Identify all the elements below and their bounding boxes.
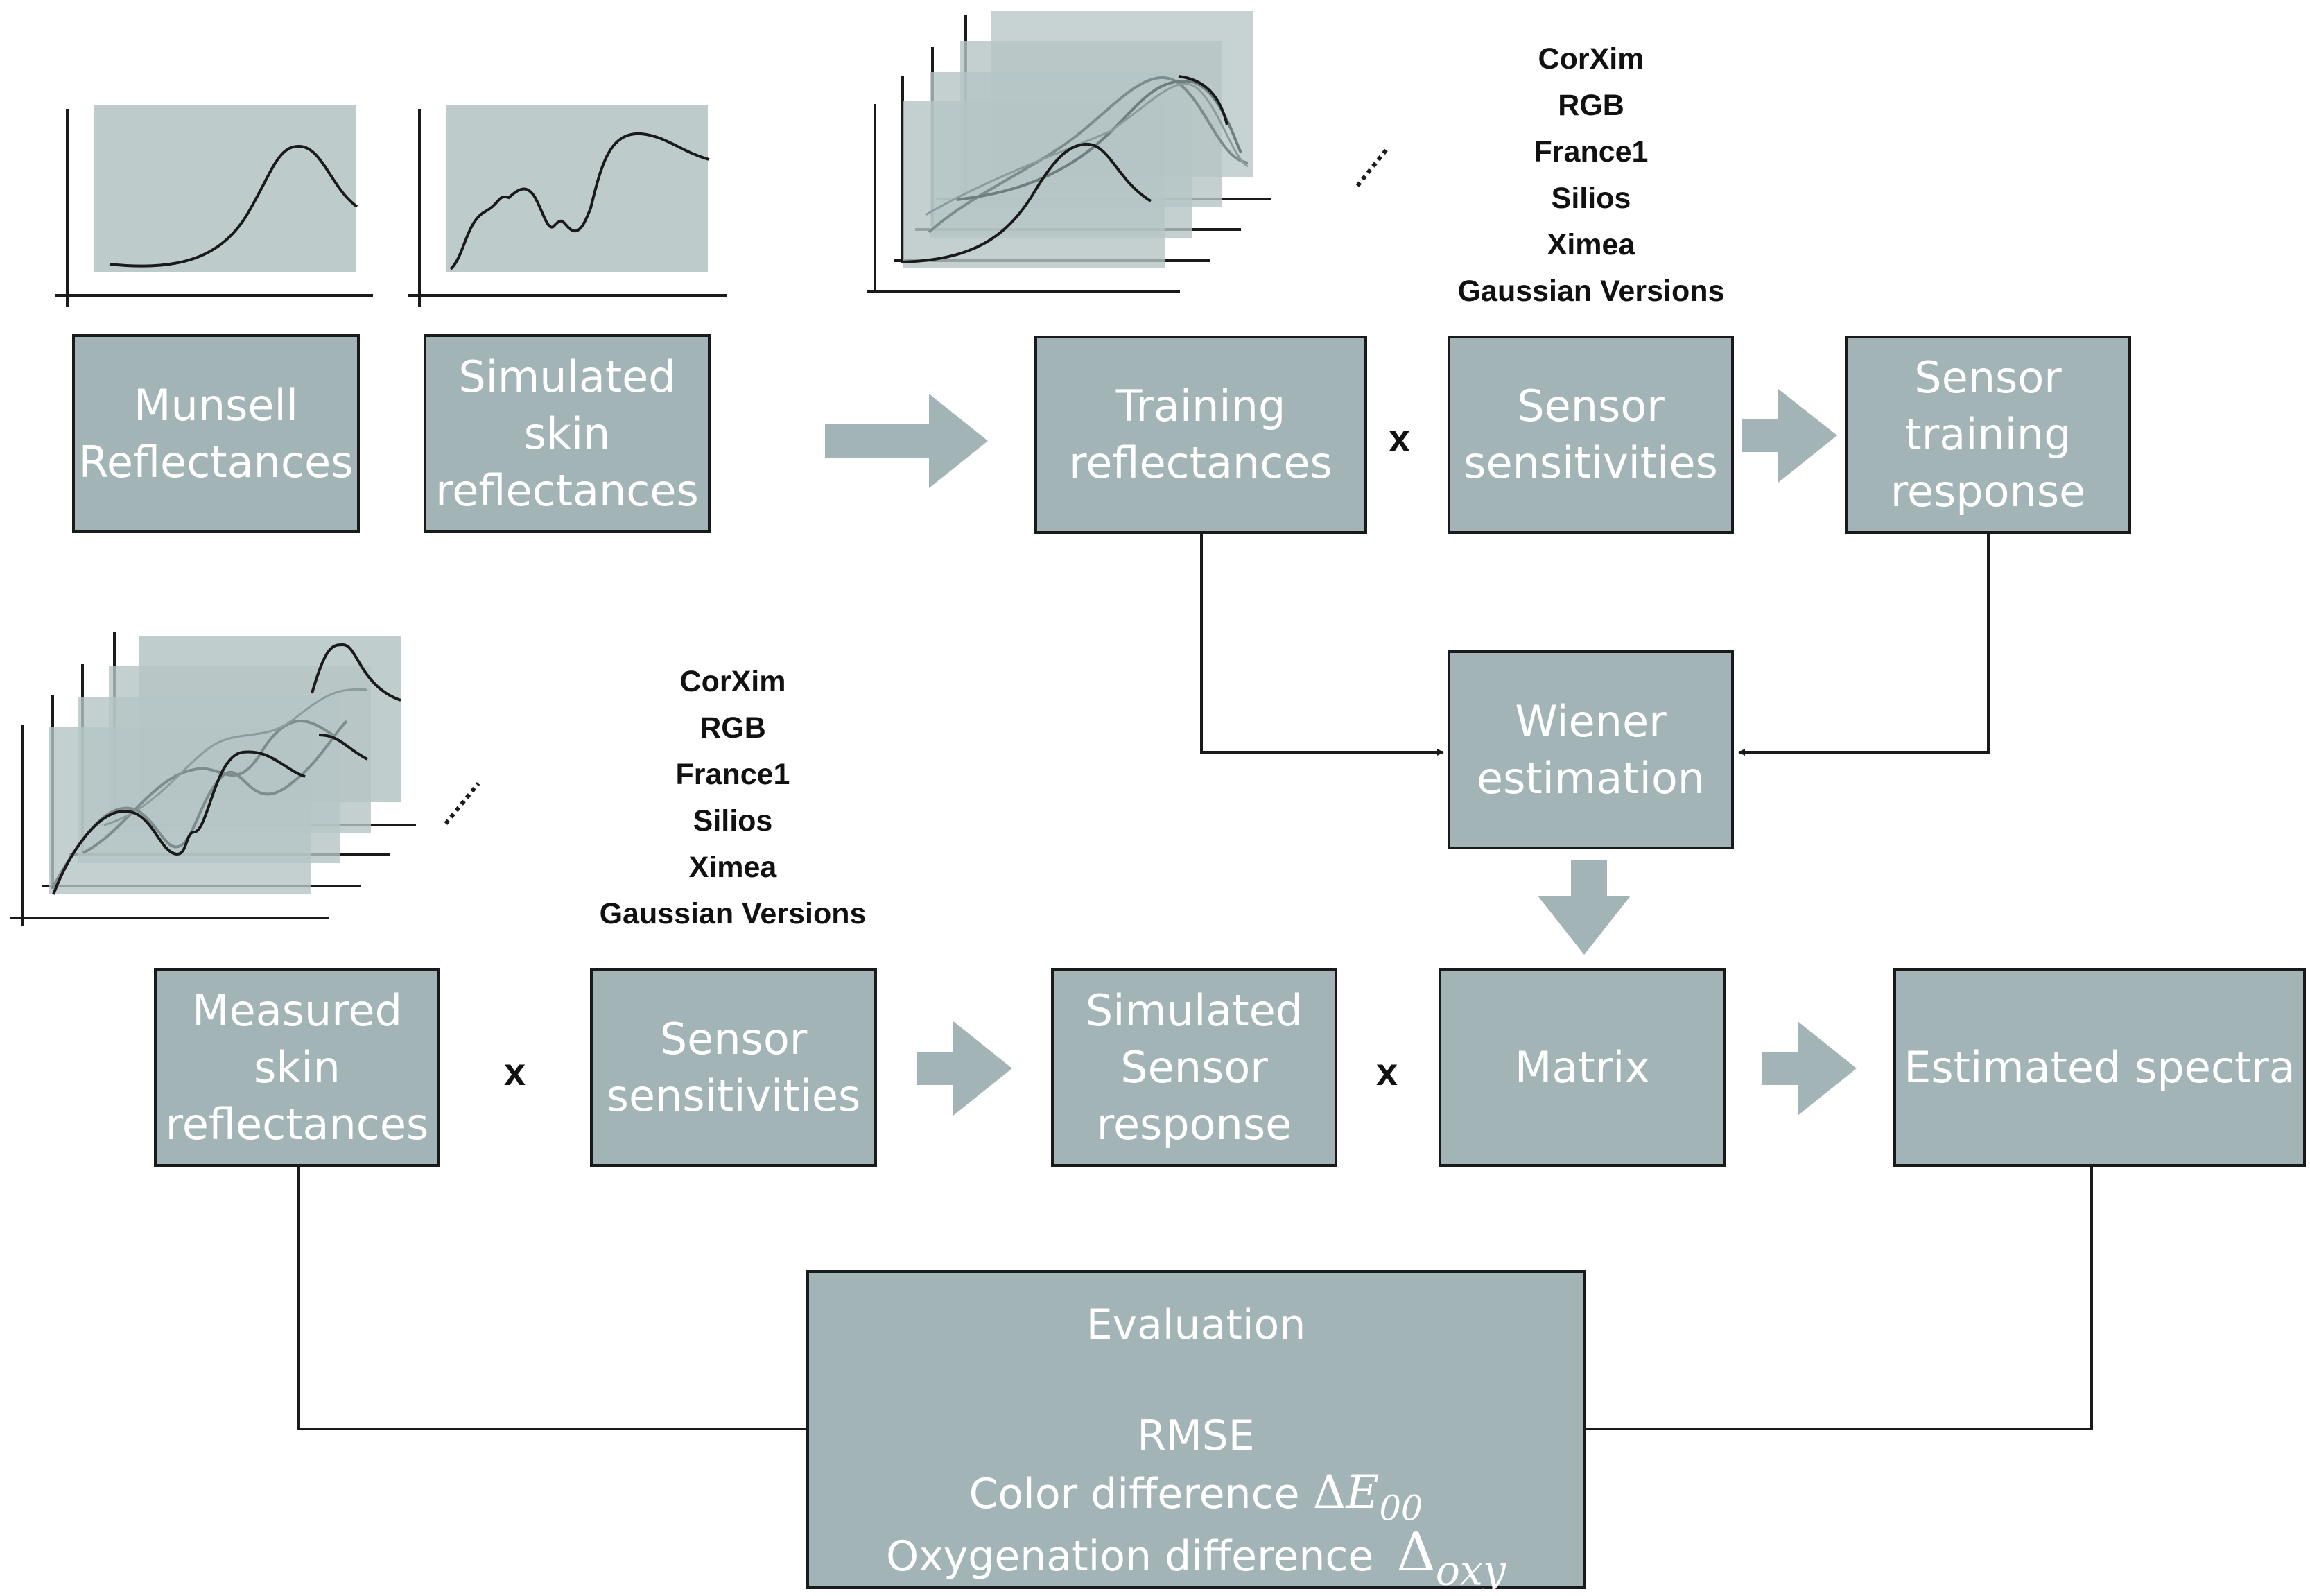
- connector-estimated-to-evaluation: [1586, 1167, 2093, 1430]
- sensor-sensitivities-top-box: Sensor sensitivities: [1448, 336, 1734, 534]
- simulated-skin-plot: [408, 105, 727, 307]
- sensor-item: RGB: [700, 711, 766, 745]
- training-plot-stack: [867, 11, 1271, 293]
- multiply-operator-bottom-1: x: [504, 1050, 526, 1093]
- wiener-estimation-box: Wiener estimation: [1448, 650, 1734, 849]
- ellipsis-bottom-icon: [444, 782, 480, 825]
- sensor-training-response-box: Sensor training response: [1845, 336, 2131, 534]
- sensor-item: Silios: [1551, 182, 1631, 215]
- sensor-list-bottom: CorXim RGB France1 Silios Ximea Gaussian…: [566, 659, 900, 937]
- sensor-item: Gaussian Versions: [599, 897, 867, 930]
- arrow-to-simulated-response: [917, 1021, 1012, 1116]
- oxygenation-difference-label: Oxygenation difference: [886, 1532, 1374, 1581]
- measured-skin-reflectances-box: Measured skin reflectances: [154, 968, 440, 1167]
- simulated-skin-reflectances-box: Simulated skin reflectances: [424, 334, 711, 533]
- ellipsis-top-icon: [1355, 146, 1391, 187]
- sensor-item: CorXim: [1538, 42, 1644, 76]
- sensor-item: France1: [675, 758, 790, 791]
- sensor-item: Ximea: [688, 851, 777, 884]
- evaluation-title: Evaluation: [1086, 1301, 1306, 1349]
- training-reflectances-box: Training reflectances: [1034, 336, 1367, 534]
- delta-symbol: Δ: [1312, 1466, 1346, 1519]
- estimated-spectra-box: Estimated spectra: [1893, 968, 2306, 1167]
- sensor-item: Ximea: [1547, 228, 1635, 261]
- estimated-spectra-label: Estimated spectra: [1904, 1041, 2295, 1093]
- matrix-label: Matrix: [1514, 1041, 1651, 1093]
- simulated-sensor-response-box: Simulated Sensor response: [1051, 968, 1337, 1167]
- oxy-subscript: oxy: [1435, 1547, 1506, 1595]
- sensor-item: Gaussian Versions: [1457, 275, 1725, 308]
- e-variable: E: [1346, 1466, 1380, 1519]
- sensor-training-response-label: Sensor training response: [1890, 352, 2086, 517]
- measured-skin-plot-stack: [10, 632, 416, 926]
- simulated-sensor-response-label: Simulated Sensor response: [1085, 985, 1303, 1150]
- connector-response-to-wiener: [1738, 534, 1990, 756]
- munsell-reflectances-label: Munsell Reflectances: [78, 379, 354, 487]
- matrix-box: Matrix: [1439, 968, 1726, 1167]
- sensor-list-top: CorXim RGB France1 Silios Ximea Gaussian…: [1424, 36, 1758, 315]
- arrow-wiener-to-matrix: [1538, 860, 1631, 955]
- sensor-item: RGB: [1558, 89, 1624, 122]
- sensor-sensitivities-bottom-label: Sensor sensitivities: [606, 1013, 861, 1121]
- simulated-skin-reflectances-label: Simulated skin reflectances: [435, 351, 699, 516]
- sensor-item: Silios: [693, 804, 773, 838]
- evaluation-rmse: RMSE: [1137, 1412, 1255, 1460]
- delta-oxy-formula: Δoxy: [1396, 1521, 1506, 1591]
- arrow-to-sensor-response: [1742, 389, 1837, 483]
- evaluation-box: Evaluation RMSE Color difference ΔE00 Ox…: [806, 1270, 1586, 1591]
- training-reflectances-label: Training reflectances: [1069, 381, 1332, 488]
- sensor-item: France1: [1534, 135, 1649, 168]
- measured-skin-reflectances-label: Measured skin reflectances: [165, 985, 429, 1150]
- multiply-operator-top: x: [1389, 416, 1411, 460]
- connector-measured-to-evaluation: [297, 1167, 806, 1430]
- multiply-operator-bottom-2: x: [1376, 1050, 1398, 1093]
- e-subscript: 00: [1379, 1488, 1423, 1529]
- munsell-reflectances-box: Munsell Reflectances: [72, 334, 360, 533]
- sensor-item: CorXim: [679, 665, 786, 698]
- wiener-estimation-label: Wiener estimation: [1476, 695, 1705, 804]
- connector-training-to-wiener: [1200, 534, 1444, 756]
- sensor-sensitivities-bottom-box: Sensor sensitivities: [590, 968, 877, 1167]
- arrow-to-estimated-spectra: [1762, 1021, 1857, 1116]
- evaluation-oxygenation-difference: Oxygenation difference Δoxy: [809, 1521, 1583, 1591]
- delta-symbol: Δ: [1396, 1521, 1436, 1584]
- evaluation-color-difference: Color difference ΔE00: [809, 1466, 1583, 1525]
- munsell-plot: [55, 105, 373, 307]
- arrow-to-training: [825, 394, 988, 488]
- color-difference-label: Color difference: [969, 1470, 1300, 1518]
- sensor-sensitivities-top-label: Sensor sensitivities: [1464, 381, 1718, 488]
- delta-e00-formula: ΔE00: [1312, 1466, 1423, 1525]
